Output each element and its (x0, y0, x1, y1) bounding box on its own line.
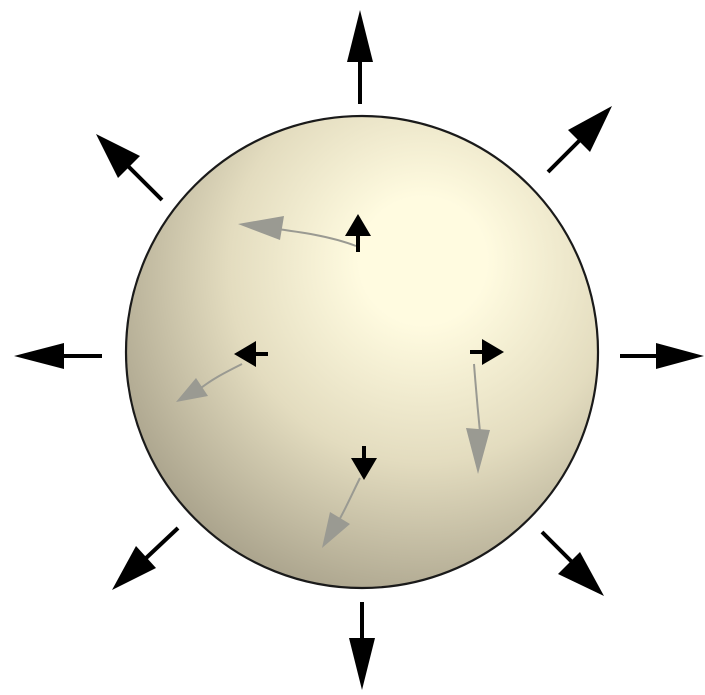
sphere (126, 116, 598, 588)
